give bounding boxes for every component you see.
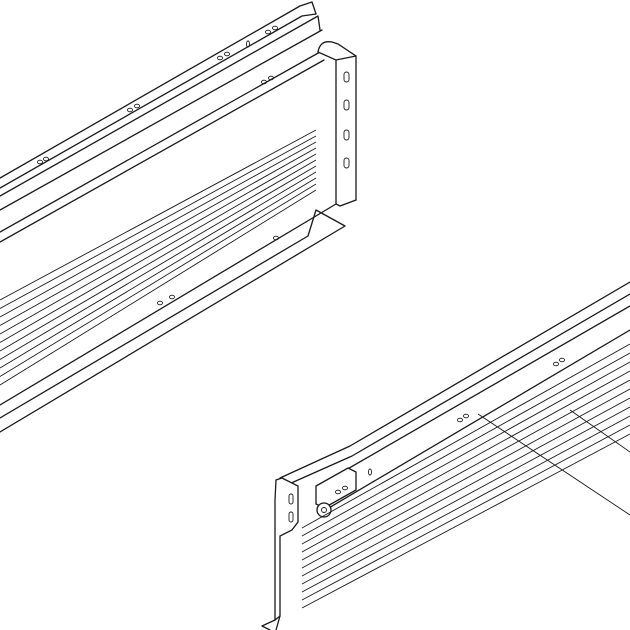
lower-rail-edge <box>279 293 630 489</box>
upper-rail-top <box>0 1 317 179</box>
rib-line <box>301 406 630 585</box>
upper-flange <box>0 209 346 433</box>
rib-line <box>301 370 630 553</box>
upper-rail-base <box>0 29 323 211</box>
upper-back-plate <box>317 41 357 207</box>
upper-ribs <box>0 129 317 386</box>
rib-line <box>0 129 317 301</box>
plate-slots <box>343 71 350 169</box>
rib-line <box>0 147 317 326</box>
rib-line <box>301 379 630 561</box>
leader-line-2 <box>569 409 630 453</box>
upper-rail-edge <box>0 13 317 189</box>
rib-line <box>0 177 317 369</box>
upper-panel-bottom <box>0 203 337 406</box>
runner-end <box>315 467 357 509</box>
upper-panel-top-inner <box>0 59 325 243</box>
lower-front-bracket <box>274 477 299 622</box>
rib-line <box>0 141 317 318</box>
rib-line <box>301 388 630 569</box>
roller-wheel <box>316 502 332 518</box>
lower-drawer-side <box>261 281 630 630</box>
lower-rail-base <box>321 329 630 513</box>
lower-ribs <box>301 343 630 609</box>
upper-drawer-side <box>0 1 357 433</box>
rib-line <box>0 189 317 386</box>
lower-rail-top <box>279 281 630 479</box>
rib-line <box>301 343 630 529</box>
lower-flange <box>261 619 276 630</box>
rib-line <box>301 433 630 609</box>
upper-rail-lower <box>0 15 321 197</box>
rib-line <box>301 424 630 601</box>
rib-line <box>301 397 630 577</box>
rib-line <box>0 159 317 343</box>
rib-line <box>301 352 630 537</box>
rib-line <box>0 153 317 335</box>
rib-line <box>0 165 317 352</box>
rib-line <box>0 183 317 377</box>
lower-rail-lower <box>317 305 630 487</box>
leader-line-1 <box>477 413 630 516</box>
rib-line <box>0 135 317 309</box>
rib-line <box>0 171 317 360</box>
rib-line <box>301 415 630 593</box>
rib-line <box>301 361 630 545</box>
